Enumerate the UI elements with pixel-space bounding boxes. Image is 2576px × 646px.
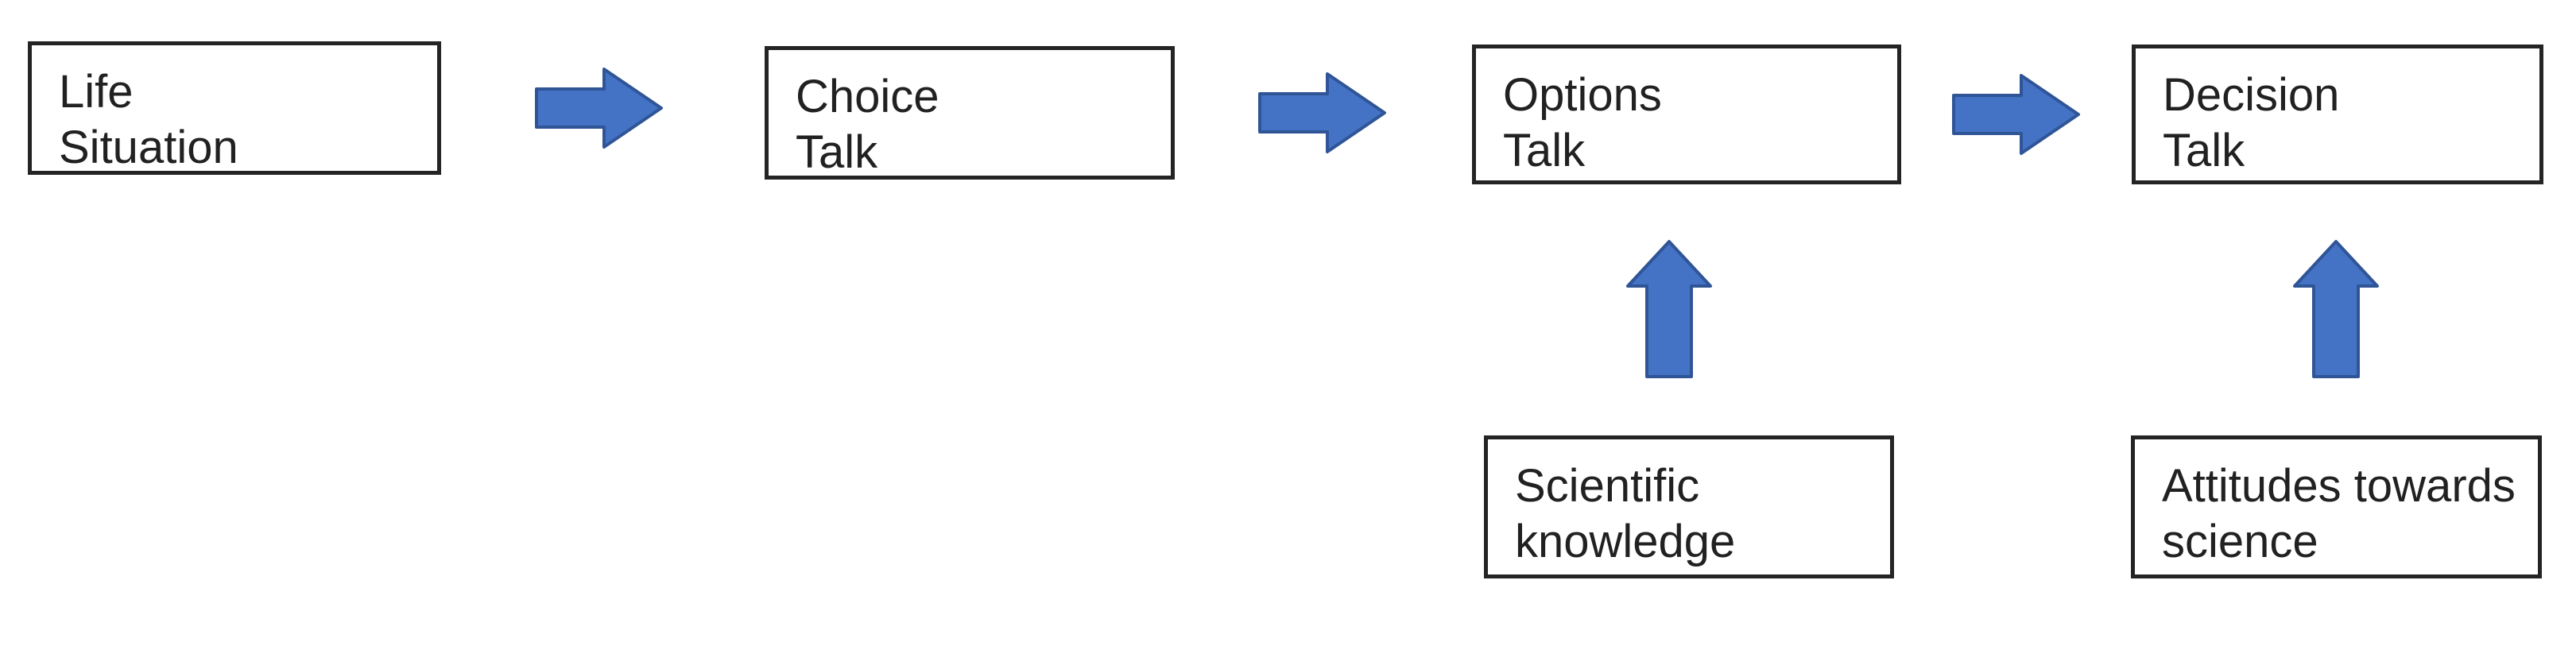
- box-text-line: Talk: [2163, 125, 2245, 176]
- connector-choice-to-options: [1257, 70, 1389, 156]
- box-scientific-knowledge: Scientific knowledge: [1484, 435, 1894, 578]
- box-text-line: Scientific: [1515, 460, 1700, 512]
- box-options-talk: Options Talk: [1472, 44, 1901, 184]
- box-choice-talk: Choice Talk: [765, 46, 1175, 180]
- box-text-line: Choice: [796, 71, 939, 122]
- box-text-line: Options: [1503, 69, 1662, 121]
- box-text-line: Attitudes towards: [2162, 460, 2516, 512]
- right-arrow-icon: [535, 68, 663, 149]
- connector-options-to-decision: [1951, 72, 2082, 157]
- up-arrow-icon: [2293, 240, 2379, 378]
- box-text-line: Situation: [59, 122, 238, 173]
- box-attitudes-towards-science: Attitudes towards science: [2131, 435, 2542, 578]
- connector-knowledge-to-options: [1625, 238, 1714, 380]
- right-arrow-icon: [1952, 74, 2080, 155]
- connector-life-to-choice: [534, 65, 665, 151]
- box-text-line: Talk: [1503, 125, 1586, 176]
- box-decision-talk: Decision Talk: [2132, 44, 2543, 184]
- connector-attitudes-to-decision: [2291, 238, 2380, 380]
- box-life-situation: Life Situation: [28, 41, 441, 175]
- up-arrow-icon: [1626, 240, 1712, 378]
- right-arrow-icon: [1258, 72, 1386, 153]
- box-text-line: knowledge: [1515, 516, 1736, 567]
- box-text-line: Talk: [796, 126, 878, 178]
- box-text-line: Decision: [2163, 69, 2340, 121]
- box-text-line: science: [2162, 516, 2318, 567]
- box-text-line: Life: [59, 66, 134, 118]
